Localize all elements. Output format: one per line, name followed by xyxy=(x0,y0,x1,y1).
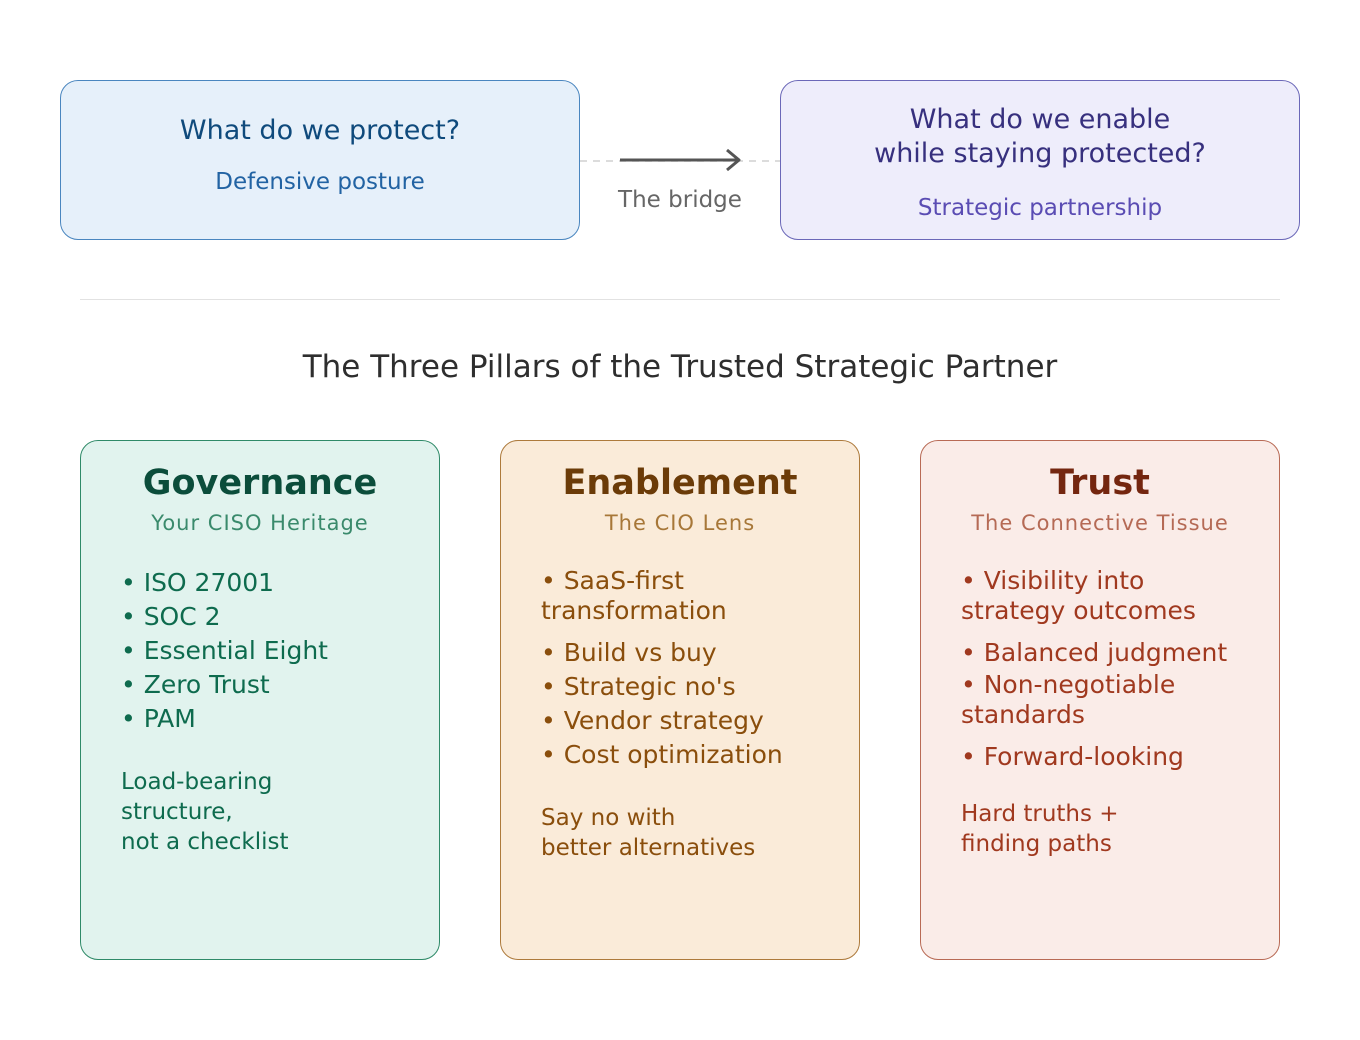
section-title: The Three Pillars of the Trusted Strateg… xyxy=(302,349,1058,385)
list-item: • SaaS-first transformation xyxy=(541,566,727,625)
pillar-subtitle: The CIO Lens xyxy=(604,511,756,535)
pillar-note: Say no with better alternatives xyxy=(541,805,756,861)
bridge-arrow-icon xyxy=(580,148,780,172)
list-item: • Balanced judgment xyxy=(961,638,1228,667)
protect-title: What do we protect? xyxy=(179,115,461,146)
pillar-trust: Trust The Connective Tissue • Visibility… xyxy=(920,440,1280,960)
pillar-note: Hard truths + finding paths xyxy=(961,801,1119,857)
pillar-note: Load-bearing structure, not a checklist xyxy=(121,769,289,855)
enable-subtitle: Strategic partnership xyxy=(917,195,1163,221)
pillar-title: Enablement xyxy=(562,463,798,503)
list-item: • ISO 27001 xyxy=(121,568,275,597)
list-item: • Vendor strategy xyxy=(541,706,764,735)
list-item: • Cost optimization xyxy=(541,740,783,769)
list-item: • PAM xyxy=(121,704,196,733)
pillar-governance: Governance Your CISO Heritage • ISO 2700… xyxy=(80,440,440,960)
list-item: • Forward-looking xyxy=(961,742,1184,771)
list-item: • Visibility into strategy outcomes xyxy=(961,566,1196,625)
pillar-subtitle: The Connective Tissue xyxy=(971,511,1229,535)
list-item: • Build vs buy xyxy=(541,638,717,667)
pillar-list: • ISO 27001 • SOC 2 • Essential Eight • … xyxy=(121,566,429,736)
protect-subtitle: Defensive posture xyxy=(215,169,425,195)
list-item: • Strategic no's xyxy=(541,672,736,701)
protect-box: What do we protect? Defensive posture xyxy=(60,80,580,240)
pillar-title: Trust xyxy=(1050,463,1150,503)
pillar-list: • SaaS-first transformation • Build vs b… xyxy=(541,566,849,772)
bridge-arrow-head xyxy=(726,148,741,172)
pillar-title: Governance xyxy=(142,463,378,503)
list-item: • Non-negotiable standards xyxy=(961,670,1176,729)
list-item: • Essential Eight xyxy=(121,636,328,665)
enable-box: What do we enable while staying protecte… xyxy=(780,80,1300,240)
list-item: • Zero Trust xyxy=(121,670,270,699)
pillar-list: • Visibility into strategy outcomes • Ba… xyxy=(961,566,1269,774)
enable-title: What do we enable while staying protecte… xyxy=(874,104,1206,169)
pillar-enablement: Enablement The CIO Lens • SaaS-first tra… xyxy=(500,440,860,960)
list-item: • SOC 2 xyxy=(121,602,221,631)
bridge-label: The bridge xyxy=(618,187,742,213)
section-divider xyxy=(80,299,1280,300)
pillar-subtitle: Your CISO Heritage xyxy=(151,511,369,535)
